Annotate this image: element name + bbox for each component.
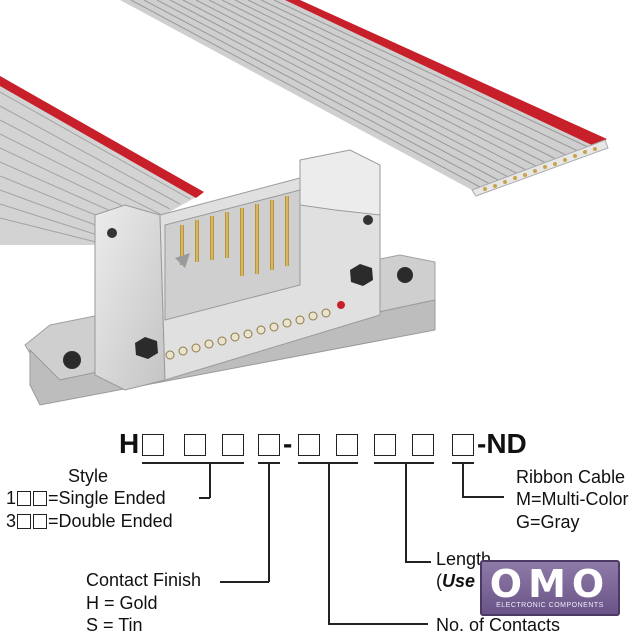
part-separator: - [283, 428, 293, 459]
finish-gold: H = Gold [86, 593, 158, 613]
idc-connector [24, 149, 436, 406]
style-single-prefix: 1 [6, 488, 17, 508]
red-stripe-left [0, 76, 204, 198]
placeholder-box [33, 491, 48, 506]
code-box-style-1 [142, 434, 164, 456]
cable-end-contacts [165, 308, 331, 360]
ribbon-cable-right [120, 0, 609, 197]
no-of-contacts-label: No. of Contacts [436, 615, 561, 635]
leader-contacts-h [328, 623, 428, 625]
code-box-length-2 [412, 434, 434, 456]
leader-cable-h [462, 496, 504, 498]
style-single-ended: 1 =Single Ended [6, 487, 166, 509]
style-double-text: =Double Ended [48, 511, 173, 531]
leader-finish-v [268, 462, 270, 582]
leader-contacts-v [328, 462, 330, 624]
finish-tin: S = Tin [86, 615, 143, 635]
style-heading: Style [68, 466, 109, 486]
code-box-style-3 [222, 434, 244, 456]
underline-length [374, 462, 434, 464]
style-double-ended: 3 =Double Ended [6, 510, 173, 532]
code-box-style-2 [184, 434, 206, 456]
underline-style [142, 462, 244, 464]
hex-nut-left [135, 337, 158, 359]
leader-cable-v [462, 462, 464, 497]
leader-style-v [209, 462, 211, 498]
hex-nut-right [350, 264, 373, 286]
code-box-contacts-1 [298, 434, 320, 456]
ribbon-cable-heading: Ribbon Cable [516, 467, 626, 487]
ribbon-cable-left [0, 76, 204, 245]
placeholder-box [33, 514, 48, 529]
placeholder-box [17, 514, 32, 529]
placeholder-box [17, 491, 32, 506]
mount-hole-right [397, 267, 413, 283]
red-stripe [285, 0, 607, 147]
part-suffix: -ND [477, 428, 527, 459]
logo-text: OMO [489, 562, 611, 606]
leader-style-h [199, 497, 210, 499]
logo-subtext: ELECTRONIC COMPONENTS [496, 602, 604, 609]
contact-finish-heading: Contact Finish [86, 570, 202, 590]
leader-finish-h [220, 581, 269, 583]
header-pins [180, 196, 289, 276]
style-double-prefix: 3 [6, 511, 17, 531]
length-heading: Length [436, 549, 492, 569]
style-single-text: =Single Ended [48, 488, 166, 508]
code-box-contacts-2 [336, 434, 358, 456]
length-note-open: ( [436, 571, 442, 591]
ribbon-multi-color: M=Multi-Color [516, 489, 629, 509]
omo-watermark-logo: OMO ELECTRONIC COMPONENTS [480, 560, 620, 616]
polarity-triangle [175, 253, 190, 268]
leader-length-h [405, 561, 431, 563]
code-box-cable [452, 434, 474, 456]
code-box-finish [258, 434, 280, 456]
ribbon-gray: G=Gray [516, 512, 580, 532]
leader-length-v [405, 462, 407, 562]
part-prefix: H [119, 428, 140, 459]
mount-hole-left [63, 351, 81, 369]
cable-assembly-illustration [0, 0, 609, 406]
code-box-length-1 [374, 434, 396, 456]
